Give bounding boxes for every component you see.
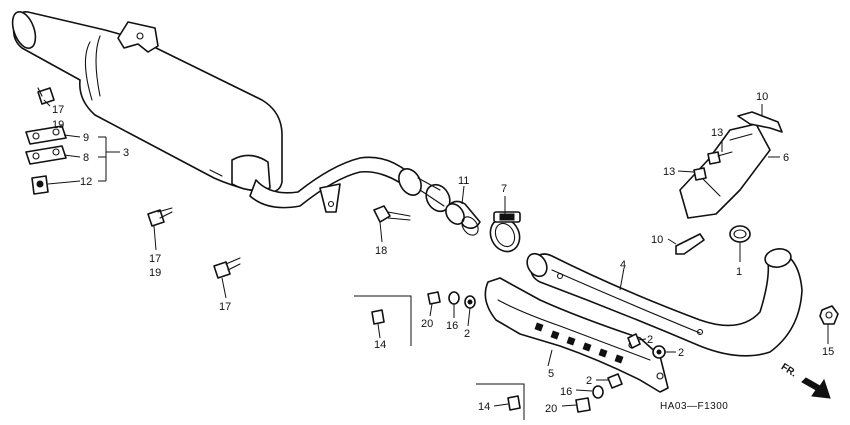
washer-16-lower [592,385,604,399]
callout-6: 6 [783,152,789,164]
bolt-13-upper [707,151,733,165]
callout-16: 16 [446,320,458,332]
detail-region-lower [476,383,525,420]
callout-2: 2 [586,375,592,387]
callout-2: 2 [647,334,653,346]
callout-16: 16 [560,386,572,398]
bracket-lower [675,233,705,255]
callout-12: 12 [80,176,92,188]
callout-14: 14 [478,401,490,413]
bracket-upper [737,111,783,133]
callout-14: 14 [374,339,386,351]
exhaust-gasket [729,225,751,243]
callout-2: 2 [464,328,470,340]
callout-3: 3 [123,147,129,159]
washer-16-upper [448,291,460,305]
callout-1: 1 [736,266,742,278]
callout-5: 5 [548,368,554,380]
callout-15: 15 [822,346,834,358]
detail-region-upper [354,295,412,346]
band-clamp [489,211,521,253]
callout-2: 2 [678,347,684,359]
callout-18: 18 [375,245,387,257]
bolt-14-upper [371,309,385,325]
bolt-18 [373,205,411,223]
bolt-17-lower [213,257,241,279]
callout-19: 19 [52,119,64,131]
bolt-20-upper [427,291,441,305]
bolt-20-lower [575,397,591,413]
front-direction-arrow: FR. [779,362,831,399]
callout-20: 20 [545,403,557,415]
callout-19: 19 [149,267,161,279]
nut-2-upper [464,295,476,309]
rear-pipe [249,156,451,213]
callout-10: 10 [651,234,663,246]
callout-numbers: 17 19 9 8 12 3 17 19 17 18 11 7 4 5 10 1… [52,91,834,415]
callout-7: 7 [501,183,507,195]
callout-17: 17 [52,104,64,116]
joint-collar [445,200,481,236]
callout-17: 17 [219,301,231,313]
nut-2-lower [607,373,623,389]
bolt-17-middle [147,207,173,227]
grommet-9 [25,125,67,145]
direction-label: FR. [779,362,799,380]
nut-2-clip [627,333,641,349]
callout-20: 20 [421,318,433,330]
flange-nut [819,305,839,325]
grommet-8 [25,145,67,165]
callout-10: 10 [756,91,768,103]
callout-13: 13 [711,127,723,139]
muffler [11,10,283,193]
callout-9: 9 [83,132,89,144]
callout-11: 11 [458,175,469,187]
bolt-13-lower [693,167,707,181]
bolt-12 [31,175,49,195]
callout-13: 13 [663,166,675,178]
bolt-17-upper [37,87,55,105]
heat-shield-lower [484,277,669,393]
leader-lines [43,99,829,407]
nut-2-right [652,345,666,359]
diagram-code: HA03—F1300 [660,401,728,412]
exhaust-pipe [526,248,803,357]
bolt-14-lower [507,395,521,411]
callout-8: 8 [83,152,89,164]
callout-4: 4 [620,259,626,271]
callout-17: 17 [149,253,161,265]
